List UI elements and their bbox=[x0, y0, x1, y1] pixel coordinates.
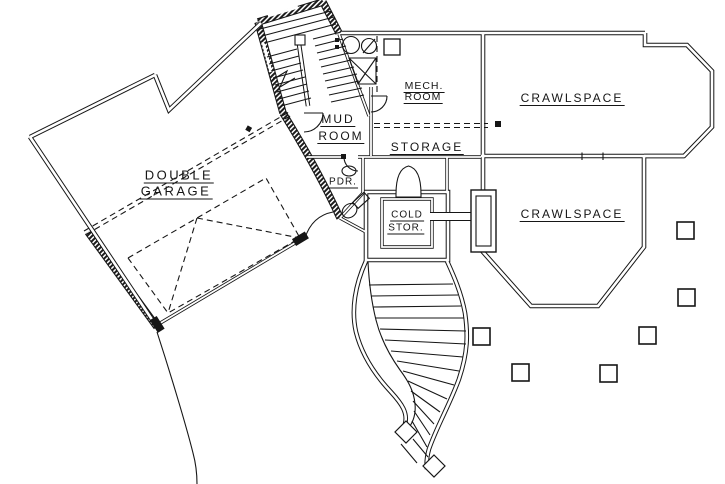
label-pdr: PDR. bbox=[328, 176, 358, 189]
label-double-garage-1: DOUBLE bbox=[143, 167, 215, 184]
label-double-garage-2: GARAGE bbox=[139, 183, 213, 200]
water-heater-icon bbox=[383, 38, 401, 56]
newel-post bbox=[394, 420, 418, 444]
laundry-fixtures bbox=[335, 35, 401, 85]
stair-direction-arrow bbox=[271, 69, 296, 89]
toilet-bowl bbox=[341, 202, 358, 219]
cold-storage-arch bbox=[395, 165, 422, 198]
window-band bbox=[267, 5, 299, 18]
label-cold-storage-2: STOR. bbox=[387, 222, 425, 235]
label-mech-room-1: MECH. bbox=[403, 80, 445, 93]
label-mud-room-2: ROOM bbox=[317, 129, 365, 144]
label-mech-room-2: ROOM bbox=[403, 91, 443, 104]
label-crawlspace-lower: CRAWLSPACE bbox=[519, 207, 625, 222]
label-mud-room-1: MUD bbox=[320, 112, 356, 127]
driveway-edge bbox=[156, 331, 198, 484]
newel-post bbox=[422, 454, 446, 478]
door-jamb-marker bbox=[149, 315, 165, 333]
wall-ticks bbox=[581, 152, 604, 160]
laundry-tub-icon bbox=[341, 35, 361, 55]
stair-treads bbox=[259, 10, 365, 107]
markers bbox=[149, 121, 501, 333]
dashed-lines bbox=[83, 36, 488, 314]
door-jamb-marker bbox=[291, 231, 309, 247]
crawl-corridor bbox=[430, 211, 473, 222]
footing-squares bbox=[472, 221, 696, 383]
walls bbox=[30, 23, 712, 469]
label-storage: STORAGE bbox=[389, 140, 465, 155]
curved-stair bbox=[367, 261, 467, 478]
pilaster bbox=[470, 189, 497, 253]
label-cold-storage-1: COLD bbox=[390, 209, 424, 222]
label-crawlspace-upper: CRAWLSPACE bbox=[519, 91, 625, 106]
